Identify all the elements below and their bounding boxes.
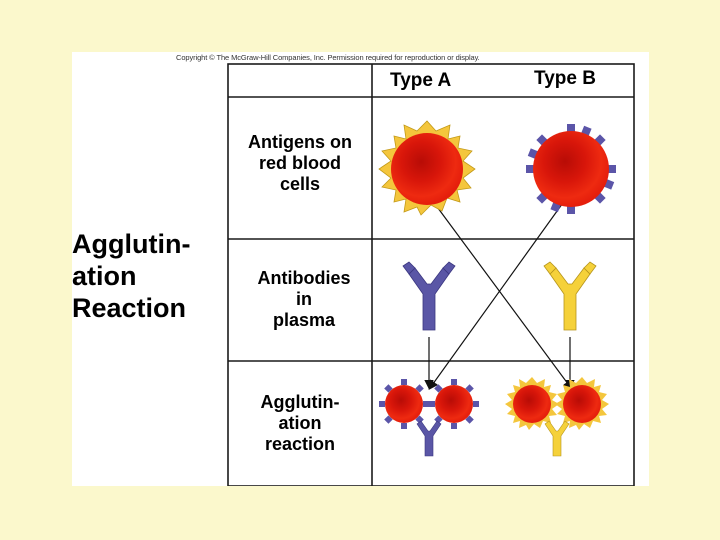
title-line-3: Reaction <box>72 293 187 323</box>
row-label-antigens: Antigens on red blood cells <box>228 132 372 195</box>
slide-panel: Copyright © The McGraw-Hill Companies, I… <box>72 52 649 486</box>
title-line-2: ation <box>72 261 137 291</box>
agglutination-type-a <box>379 379 479 457</box>
row-label-agglutination: Agglutin- ation reaction <box>228 392 372 455</box>
crossing-arrows <box>424 199 575 390</box>
row-label-antibodies-line-1: Antibodies <box>257 268 351 288</box>
row-label-antibodies: Antibodies in plasma <box>232 268 376 331</box>
anti-b-antibody-icon <box>402 261 456 331</box>
row-label-agglutination-line-2: ation <box>278 413 322 433</box>
anti-a-antibody-icon <box>543 261 597 331</box>
row-label-antibodies-line-3: plasma <box>272 310 336 330</box>
column-header-type-a: Type A <box>390 70 452 91</box>
row-label-agglutination-line-1: Agglutin- <box>260 392 340 412</box>
copyright-notice: Copyright © The McGraw-Hill Companies, I… <box>176 53 480 62</box>
row-label-agglutination-line-3: reaction <box>264 434 336 454</box>
row-label-antigens-line-1: Antigens on <box>248 132 352 152</box>
red-blood-cell-type-a <box>378 120 476 216</box>
page-title: Agglutin- ation Reaction <box>72 228 222 324</box>
row-label-antigens-line-3: cells <box>279 174 321 194</box>
column-header-type-b: Type B <box>534 68 596 89</box>
title-line-1: Agglutin- <box>72 229 191 259</box>
agglutination-type-b <box>505 377 609 457</box>
row-label-antibodies-line-2: in <box>296 289 312 309</box>
red-blood-cell-type-b <box>526 124 616 214</box>
diagram-canvas <box>227 63 635 486</box>
row-label-antigens-line-2: red blood <box>259 153 341 173</box>
table-grid <box>227 63 635 486</box>
